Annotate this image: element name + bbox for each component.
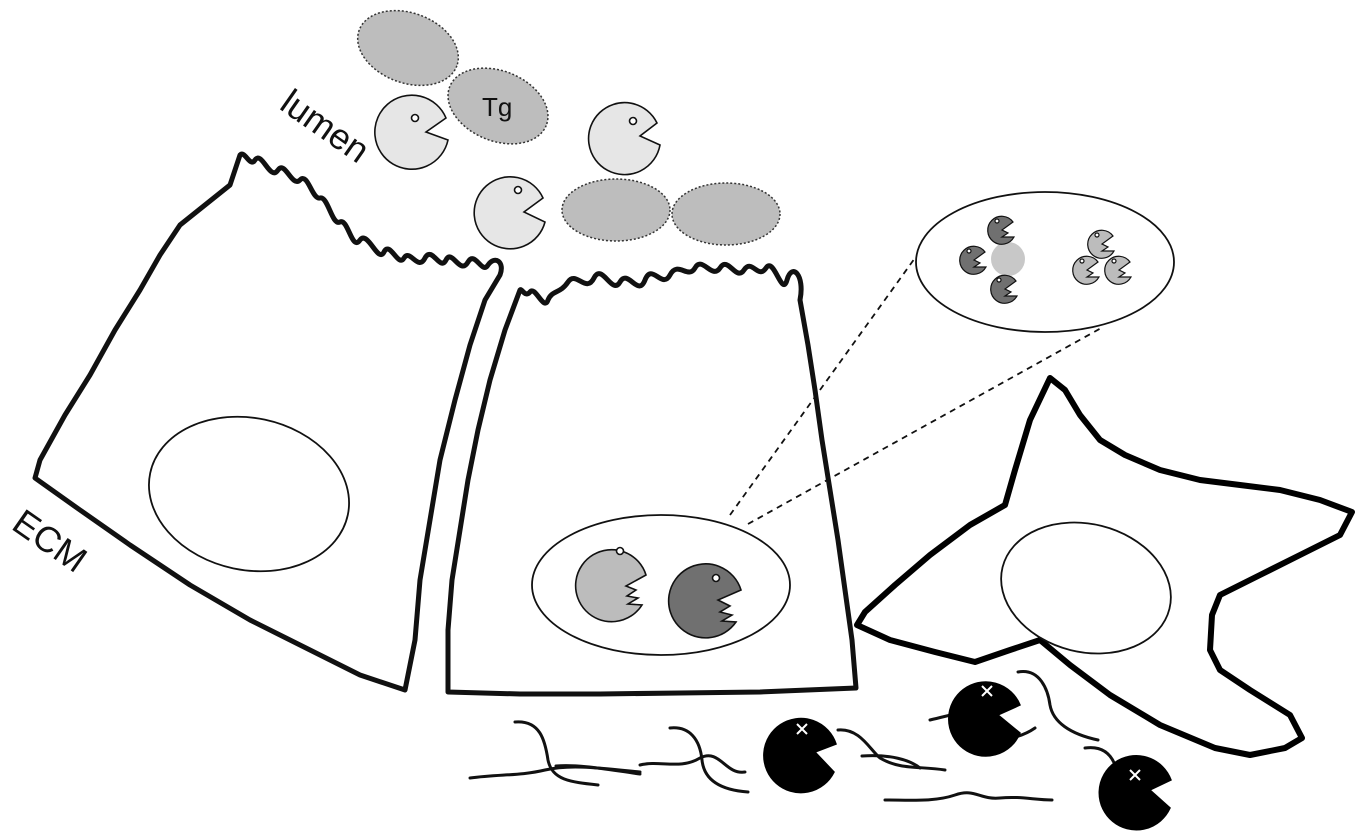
pacman-protease-icon [474,177,545,249]
pacman-protease-icon [375,95,448,169]
ecm-fiber [1085,748,1115,765]
pacman-x-eye-icon [949,682,1020,756]
ecm-fiber [640,756,745,772]
pacman-protease-icon [589,103,660,175]
ecm-fiber [885,793,1052,800]
substrate-particle [991,242,1025,276]
thyroglobulin-blob [562,179,670,241]
pacman-x-eye-icon [1099,756,1171,830]
ecm-fiber [515,722,598,785]
middle-epithelial-cell [448,264,856,694]
nucleus-left [134,399,363,590]
lysosome [532,515,790,655]
ecm-fiber [670,728,748,792]
lumen-label: lumen [273,81,377,171]
lysosome-proteases [576,548,741,638]
pacman-x-eye-icon [764,719,836,793]
thyroglobulin-label: Tg [482,92,512,122]
pacman-protease-icon [669,564,741,638]
thyroglobulin-blob [672,183,780,245]
pacman-protease-icon [576,548,646,622]
left-epithelial-cell [35,154,501,690]
fibroblast-cell [857,378,1352,755]
zoom-inset [916,192,1174,332]
ecm-fiber [838,730,945,770]
